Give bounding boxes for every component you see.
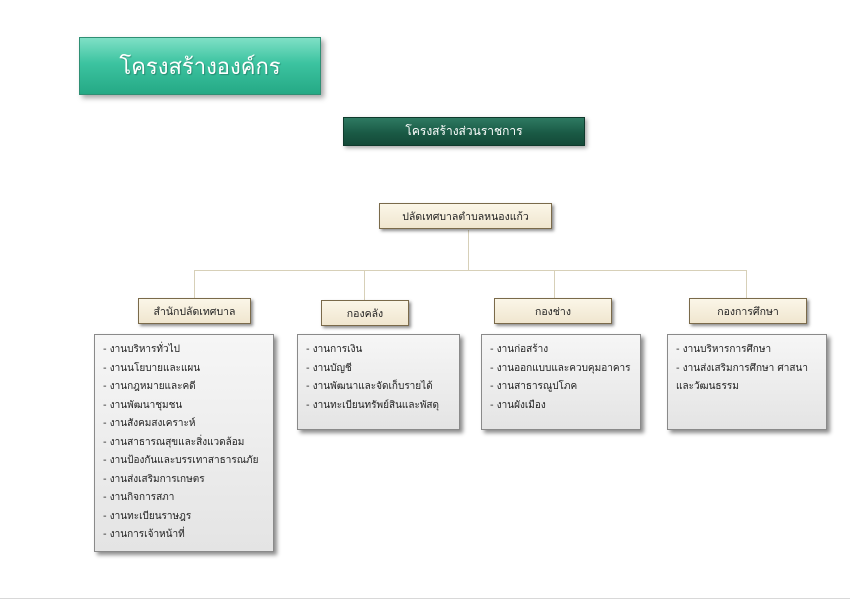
list-item: - งานออกแบบและควบคุมอาคาร — [490, 362, 631, 374]
dept-list-clerk-office: - งานบริหารทั่วไป - งานนโยบายและแผน - งา… — [94, 334, 274, 552]
list-item: - งานพัฒนาชุมชน — [103, 399, 183, 411]
list-item: และวัฒนธรรม — [676, 381, 739, 392]
list-item: - งานการเจ้าหน้าที่ — [103, 529, 185, 540]
connector-drop-1 — [194, 270, 195, 298]
list-item: - งานพัฒนาและจัดเก็บรายได้ — [306, 381, 433, 392]
list-item: - งานก่อสร้าง — [490, 344, 549, 355]
list-item: - งานกิจการสภา — [103, 492, 175, 503]
connector-drop-2 — [364, 270, 365, 300]
connector-drop-4 — [746, 270, 747, 298]
list-item: - งานสาธารณูปโภค — [490, 381, 578, 392]
list-item: - งานบริหารทั่วไป — [103, 344, 181, 355]
dept-heading-clerk-office: สำนักปลัดเทศบาล — [138, 298, 251, 324]
list-item: - งานบริหารการศึกษา — [676, 344, 772, 355]
list-item: - งานนโยบายและแผน — [103, 362, 201, 374]
list-item: - งานส่งเสริมการเกษตร — [103, 473, 205, 485]
connector-drop-3 — [554, 270, 555, 298]
list-item: - งานส่งเสริมการศึกษา ศาสนา — [676, 362, 808, 374]
list-item: - งานบัญชี — [306, 362, 352, 374]
list-item: - งานสังคมสงเคราะห์ — [103, 418, 196, 429]
connector-trunk — [468, 230, 469, 270]
dept-list-finance: - งานการเงิน - งานบัญชี - งานพัฒนาและจัด… — [297, 334, 460, 430]
list-item: - งานทะเบียนราษฎร — [103, 510, 192, 522]
page-divider — [0, 598, 850, 599]
connector-horizontal — [194, 270, 747, 271]
gov-structure-subtitle: โครงสร้างส่วนราชการ — [343, 117, 585, 146]
dept-heading-engineering: กองช่าง — [494, 298, 612, 324]
dept-list-education: - งานบริหารการศึกษา - งานส่งเสริมการศึกษ… — [667, 334, 827, 430]
list-item: - งานสาธารณสุขและสิ่งแวดล้อม — [103, 436, 245, 448]
dept-heading-finance: กองคลัง — [321, 300, 409, 326]
org-structure-title: โครงสร้างองค์กร — [79, 37, 321, 95]
dept-list-engineering: - งานก่อสร้าง - งานออกแบบและควบคุมอาคาร … — [481, 334, 641, 430]
list-item: - งานกฎหมายและคดี — [103, 381, 196, 392]
list-item: - งานผังเมือง — [490, 399, 546, 411]
municipal-clerk-box: ปลัดเทศบาลตำบลหนองแก้ว — [379, 203, 552, 229]
list-item: - งานการเงิน — [306, 344, 363, 355]
dept-heading-education: กองการศึกษา — [689, 298, 807, 324]
list-item: - งานทะเบียนทรัพย์สินและพัสดุ — [306, 399, 440, 411]
list-item: - งานป้องกันและบรรเทาสาธารณภัย — [103, 455, 259, 466]
